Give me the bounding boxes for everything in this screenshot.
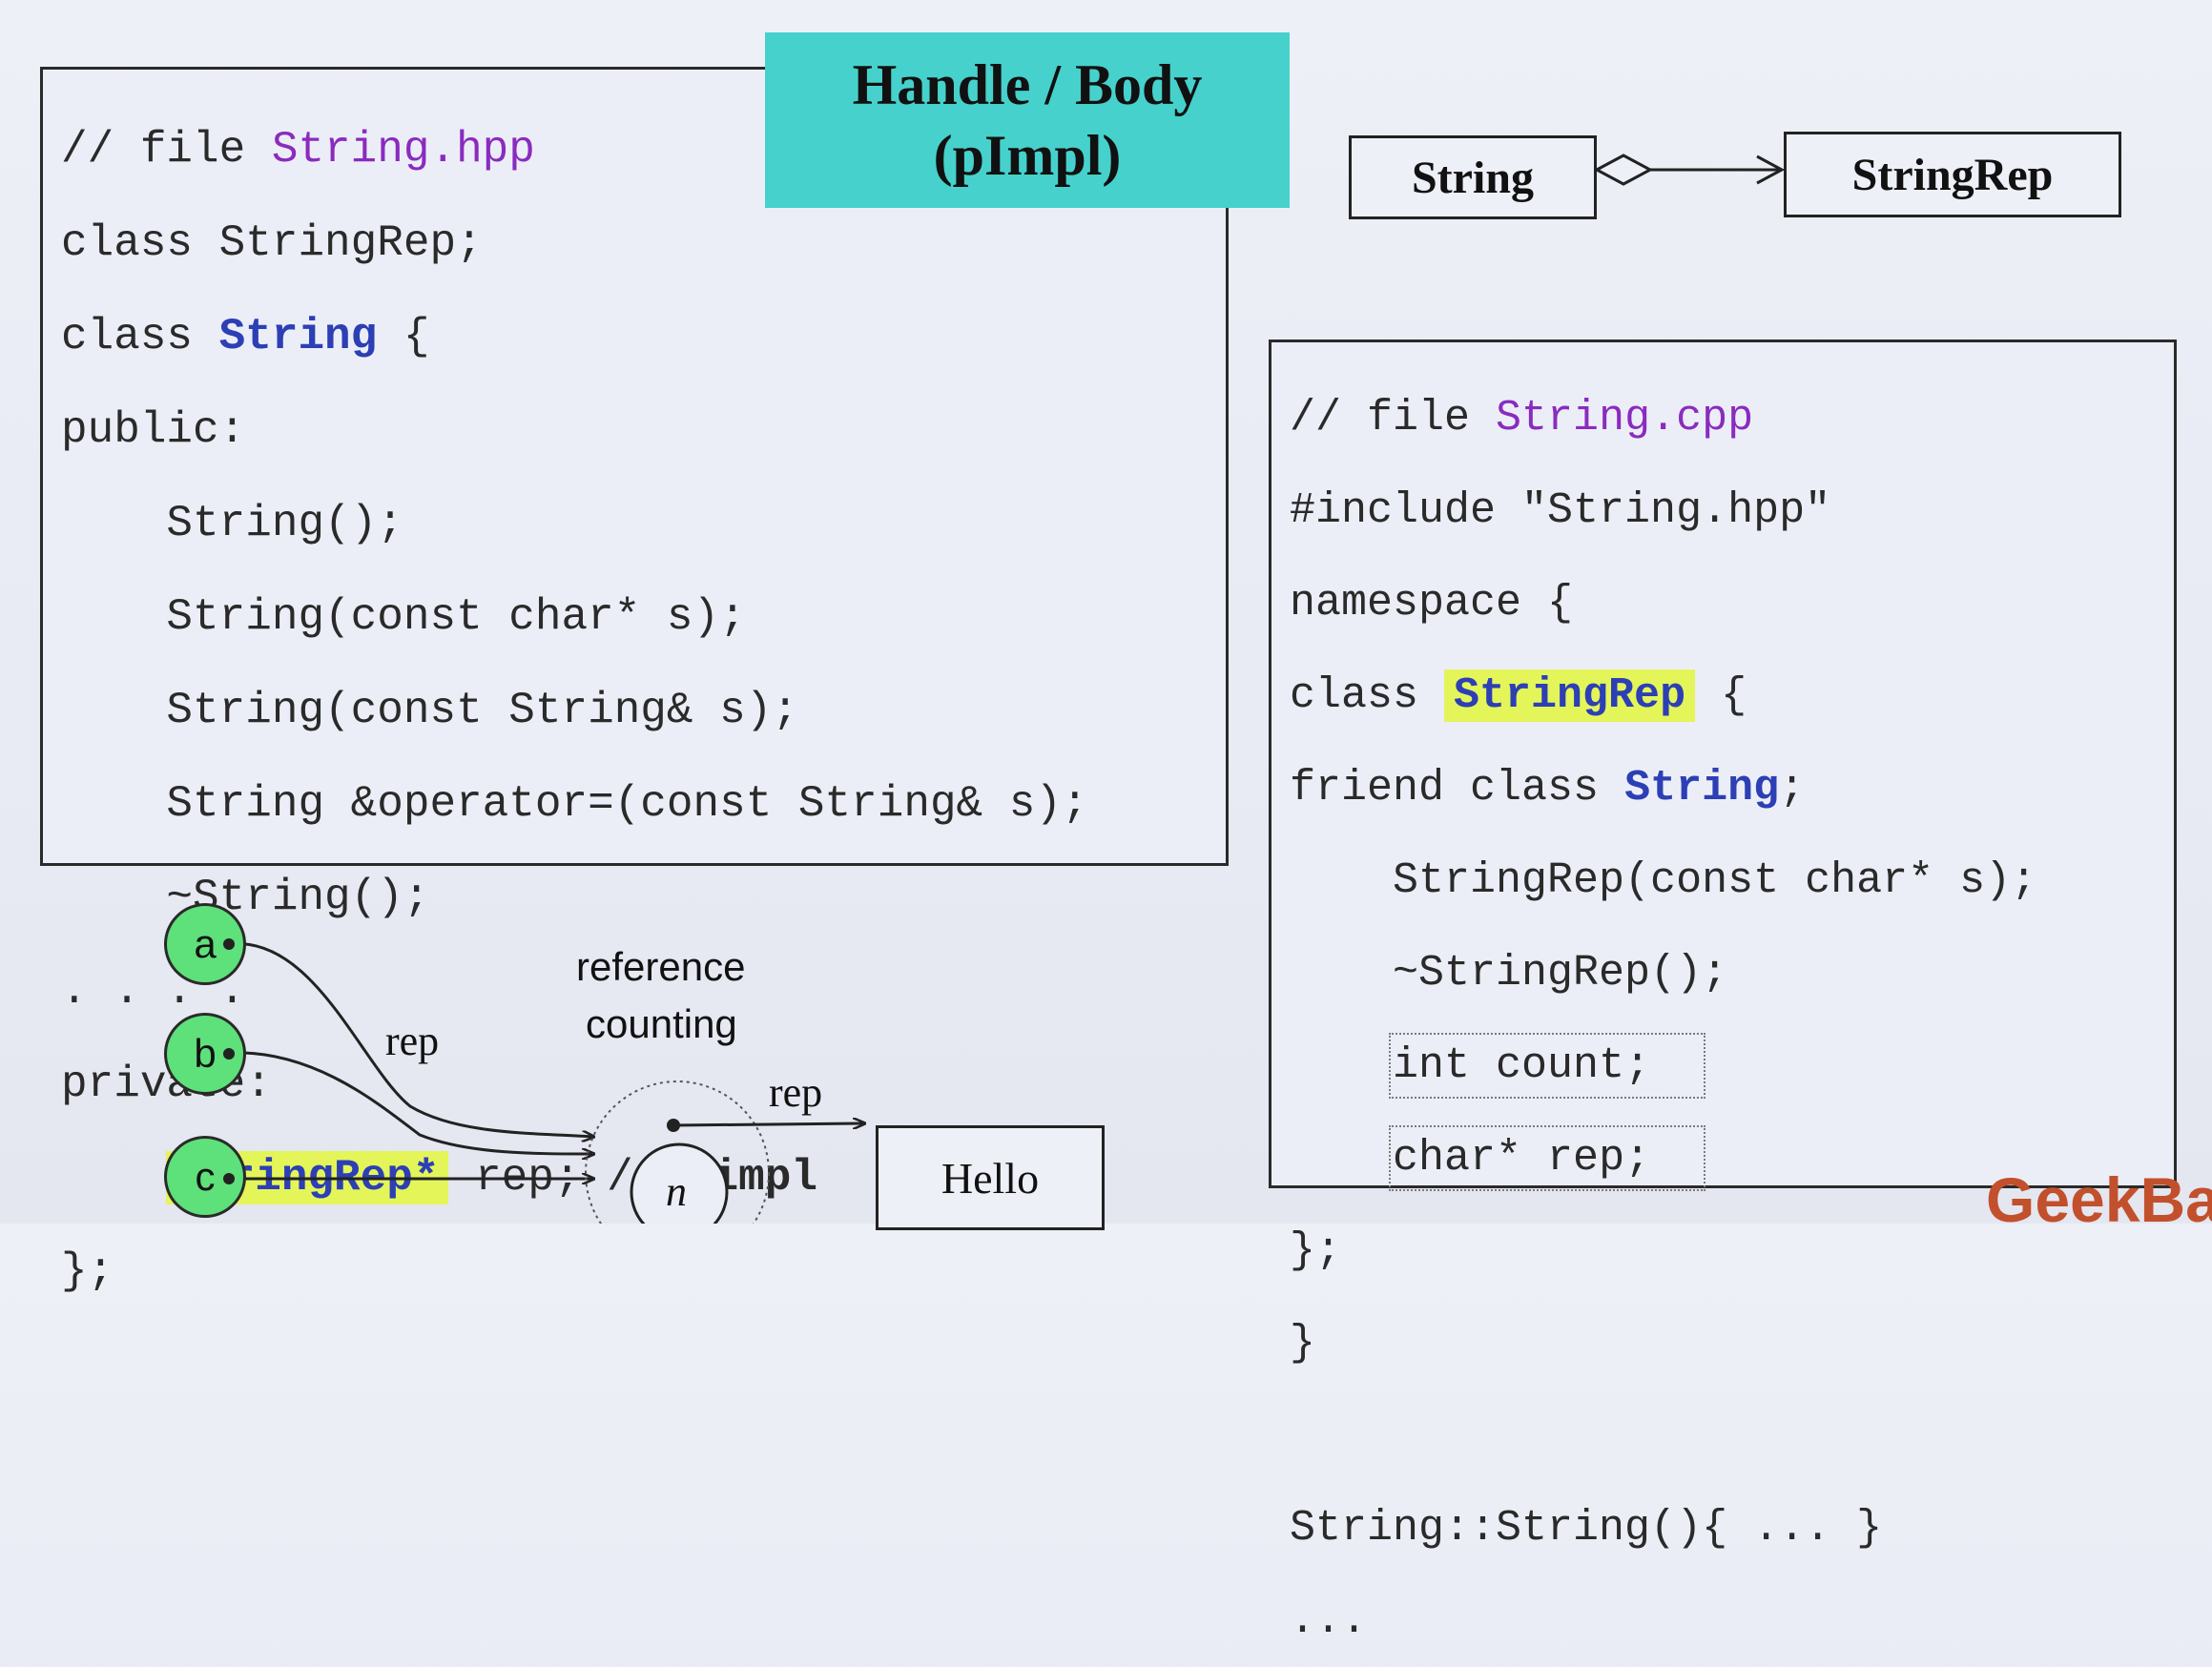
source-line-2: #include "String.hpp" (1290, 486, 1831, 535)
title-line-2: (pImpl) (933, 124, 1122, 187)
header-line-6: String(const char* s); (61, 592, 746, 642)
header-line-1: // file String.hpp (61, 125, 535, 175)
header-line-4: public: (61, 405, 246, 455)
node-a-dot (223, 938, 235, 950)
counter-label: n (666, 1168, 687, 1215)
members-dotted-box-2: char* rep; (1389, 1125, 1706, 1191)
node-b-dot (223, 1048, 235, 1060)
hello-label: Hello (941, 1153, 1040, 1203)
source-line-7: ~StringRep(); (1290, 949, 1728, 998)
header-line-5: String(); (61, 499, 403, 548)
title-line-1: Handle / Body (852, 53, 1203, 116)
source-code: // file String.cpp #include "String.hpp"… (1290, 355, 2036, 1667)
counter-outer-circle (585, 1080, 770, 1224)
hello-body-box: Hello (876, 1125, 1105, 1230)
source-line-4: class StringRep { (1290, 669, 1747, 722)
node-c-label: c (195, 1154, 216, 1199)
source-line-11: } (1290, 1319, 1316, 1368)
arrowhead-icon (1756, 154, 1786, 185)
header-line-3: class String { (61, 312, 430, 361)
uml-string-label: String (1411, 152, 1534, 203)
header-line-7: String(const String& s); (61, 686, 798, 735)
header-line-2: class StringRep; (61, 218, 483, 268)
source-code-panel (1269, 340, 2177, 1188)
geekbang-logo: GeekBa (1986, 1164, 2212, 1235)
node-a-label: a (194, 921, 217, 966)
source-line-12 (1290, 1407, 2036, 1465)
members-dotted-box: int count; (1389, 1033, 1706, 1099)
refcount-caption-1: reference (576, 944, 746, 989)
rep-label-right: rep (769, 1069, 823, 1116)
source-line-1: // file String.cpp (1290, 394, 1754, 442)
highlight-stringrep-class: StringRep (1444, 669, 1696, 722)
uml-string-box: String (1349, 135, 1597, 219)
source-line-3: namespace { (1290, 579, 1574, 628)
source-line-6: StringRep(const char* s); (1290, 856, 2037, 905)
node-c-dot (223, 1173, 235, 1184)
source-line-13: String::String(){ ... } (1290, 1504, 1883, 1553)
source-line-5: friend class String; (1290, 764, 1806, 813)
source-line-14: ... (1290, 1596, 1368, 1645)
arrow-a-to-counter (228, 942, 593, 1137)
uml-aggregation-connector (1593, 154, 1786, 186)
arrow-b-to-counter (228, 1051, 593, 1154)
uml-stringrep-label: StringRep (1851, 149, 2054, 200)
node-b-label: b (194, 1031, 217, 1076)
header-line-8: String &operator=(const String& s); (61, 779, 1088, 829)
source-line-8: int count; (1290, 1033, 2036, 1099)
counter-inner-circle (630, 1142, 729, 1224)
source-line-9: char* rep; (1290, 1125, 2036, 1191)
header-line-13: }; (61, 1246, 114, 1296)
refcount-arrows (228, 942, 2212, 1224)
rep-label-left: rep (385, 1018, 440, 1064)
slide-title: Handle / Body (pImpl) (765, 32, 1290, 208)
source-line-10: }; (1290, 1226, 1342, 1275)
uml-stringrep-box: StringRep (1784, 132, 2121, 217)
refcount-caption-2: counting (586, 1001, 737, 1046)
arrow-counter-to-body (672, 1123, 864, 1125)
